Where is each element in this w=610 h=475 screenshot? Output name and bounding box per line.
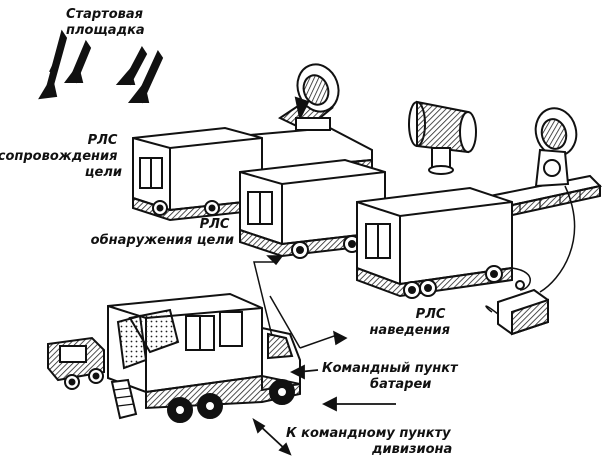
missile-icon — [64, 39, 92, 84]
dish-antenna-icon — [277, 63, 340, 132]
tracking-radar-label: РЛС сопровождения цели — [0, 133, 122, 180]
launch-site-label: Стартовая площадка — [66, 7, 148, 38]
division-arrow — [321, 396, 396, 412]
missile-icon — [115, 46, 148, 86]
cable-line — [539, 185, 576, 293]
cylinder-antenna-icon — [408, 100, 477, 175]
dish-antenna-icon — [534, 107, 578, 188]
link-line — [253, 261, 278, 337]
generator-trailer — [47, 336, 105, 390]
guidance-radar-truck — [356, 186, 513, 299]
launch-site-missiles — [38, 29, 164, 104]
missile-icon — [127, 49, 164, 104]
link-line — [269, 295, 301, 349]
cable-line — [485, 305, 499, 315]
generator-icon — [497, 280, 549, 336]
arrow-head — [266, 255, 284, 266]
cable-line — [511, 267, 531, 291]
command-post-truck — [107, 292, 301, 423]
detection-radar-label: РЛС обнаружения цели — [91, 217, 234, 248]
arrow-head — [333, 330, 348, 346]
detection-radar-truck — [239, 158, 386, 259]
missile-icon — [38, 29, 68, 100]
tracking-radar-truck — [132, 126, 373, 222]
guidance-radar-label: РЛС наведения — [369, 307, 450, 338]
double-arrow — [252, 417, 292, 456]
division-command-post-label: К командному пункту дивизиона — [286, 426, 455, 457]
battery-arrow — [289, 364, 319, 380]
battery-command-post-label: Командный пункт батареи — [322, 361, 462, 392]
connection-lines — [253, 255, 348, 349]
